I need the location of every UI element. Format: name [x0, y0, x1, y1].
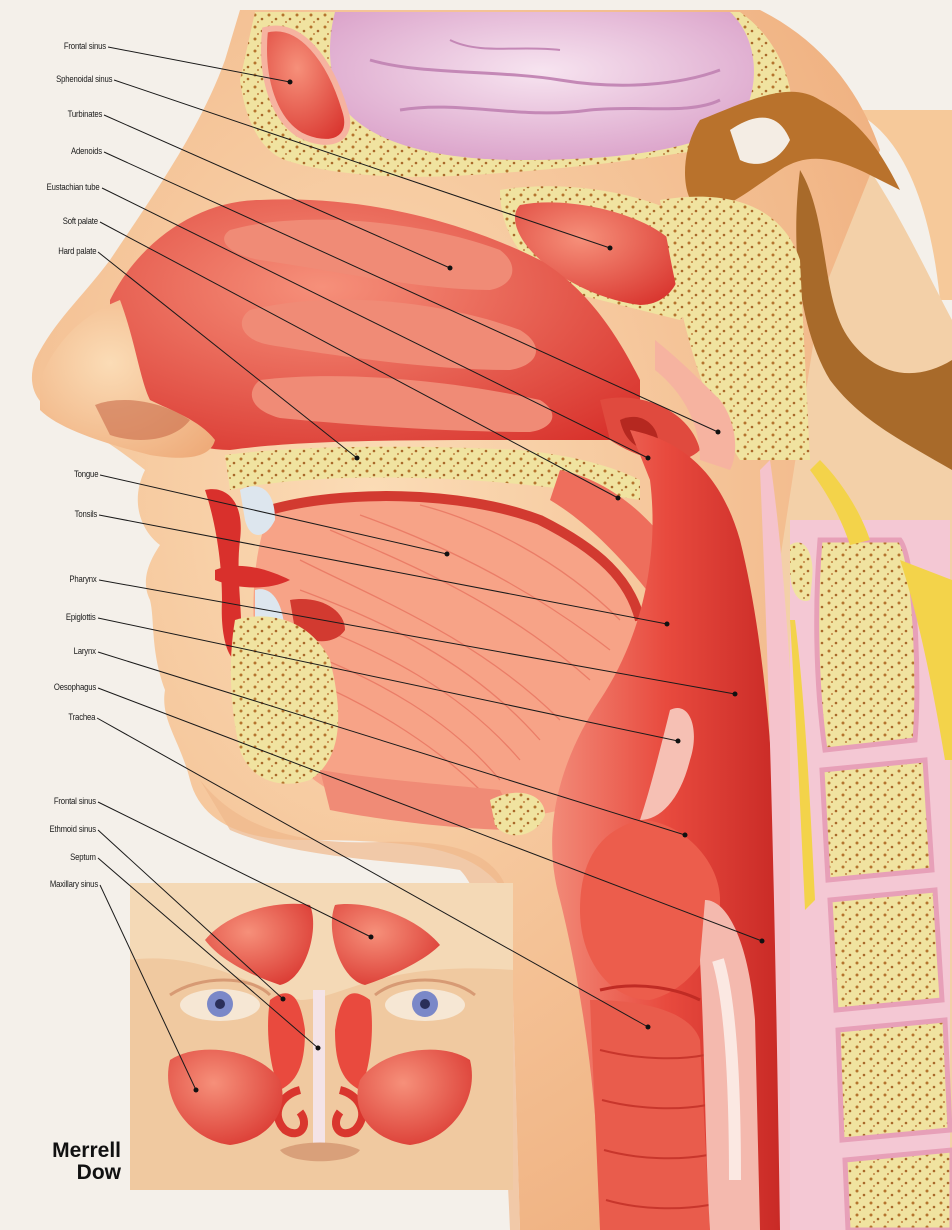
- label-maxillary-sinus: Maxillary sinus: [50, 879, 98, 889]
- label-turbinates: Turbinates: [67, 109, 102, 119]
- vertebra-c3: [822, 760, 932, 880]
- label-larynx: Larynx: [74, 646, 96, 656]
- trachea: [590, 1000, 710, 1230]
- label-adenoids: Adenoids: [71, 146, 102, 156]
- vertebra-c6: [845, 1150, 952, 1230]
- label-sphenoidal-sinus: Sphenoidal sinus: [56, 74, 112, 84]
- label-eustachian-tube: Eustachian tube: [47, 182, 100, 192]
- label-frontal-sinus: Frontal sinus: [64, 41, 106, 51]
- vertebra-c5: [838, 1020, 950, 1140]
- label-inset-frontal-sinus: Frontal sinus: [54, 796, 96, 806]
- septum: [313, 990, 325, 1150]
- credit-line-2: Dow: [36, 1162, 121, 1184]
- label-hard-palate: Hard palate: [58, 246, 96, 256]
- label-tongue: Tongue: [74, 469, 98, 479]
- label-tonsils: Tonsils: [75, 509, 97, 519]
- label-soft-palate: Soft palate: [63, 216, 98, 226]
- publisher-credit: Merrell Dow: [36, 1140, 121, 1184]
- brain: [330, 12, 754, 160]
- vertebra-c4: [830, 890, 942, 1010]
- inset-front-view: [130, 883, 513, 1190]
- label-ethmoid-sinus: Ethmoid sinus: [50, 824, 96, 834]
- label-trachea: Trachea: [68, 712, 95, 722]
- vertebra-c2: [817, 540, 917, 750]
- credit-line-1: Merrell: [36, 1140, 121, 1162]
- label-septum: Septum: [70, 852, 96, 862]
- label-pharynx: Pharynx: [70, 574, 97, 584]
- label-epiglottis: Epiglottis: [66, 612, 96, 622]
- label-oesophagus: Oesophagus: [54, 682, 96, 692]
